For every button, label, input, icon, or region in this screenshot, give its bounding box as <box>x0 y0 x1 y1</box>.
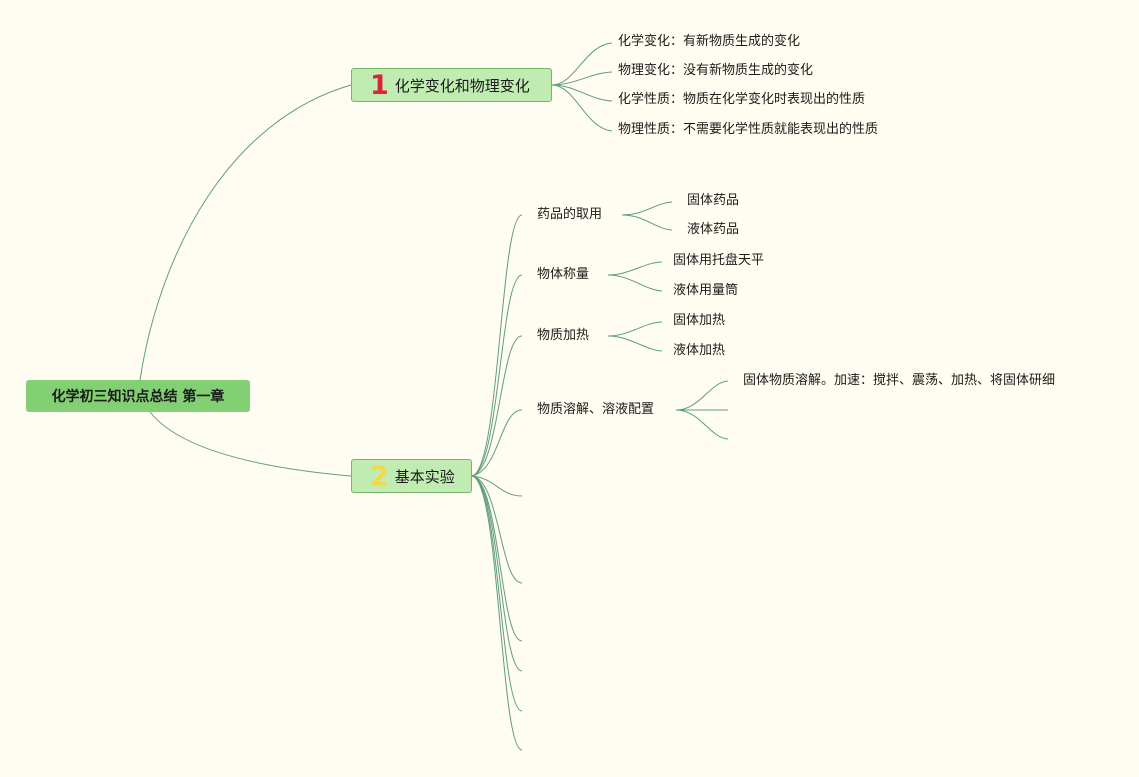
connector-b2-empty3 <box>471 475 523 642</box>
leaf-solid-reagent[interactable]: 固体药品 <box>687 193 740 208</box>
root-topic[interactable]: 化学初三知识点总结 第一章 <box>26 380 250 412</box>
connector-g2-c1 <box>607 261 663 276</box>
leaf-solid-dissolving[interactable]: 固体物质溶解。加速：搅拌、震荡、加热、将固体研细 <box>743 373 1056 388</box>
branch-topic-2-label: 基本实验 <box>394 467 455 486</box>
connector-b2-empty5 <box>471 475 523 712</box>
root-topic-label: 化学初三知识点总结 第一章 <box>51 389 225 405</box>
connector-b1-item1 <box>551 42 613 86</box>
leaf-solid-heating[interactable]: 固体加热 <box>673 313 726 328</box>
connector-root-branch2 <box>149 411 352 477</box>
subtopic-chemical-property[interactable]: 化学性质：物质在化学变化时表现出的性质 <box>618 92 866 107</box>
connector-b1-item2 <box>551 71 613 86</box>
connector-b2-empty4 <box>471 475 523 672</box>
connector-g4-c1 <box>675 380 729 411</box>
connector-b2-empty6 <box>471 475 523 751</box>
leaf-liquid-cylinder[interactable]: 液体用量筒 <box>673 283 739 298</box>
connector-b2-empty1 <box>471 475 523 497</box>
subtopic-weighing[interactable]: 物体称量 <box>537 267 590 282</box>
subtopic-reagent-handling[interactable]: 药品的取用 <box>537 207 603 222</box>
connector-g2-c2 <box>607 274 663 292</box>
connector-g1-c1 <box>621 201 673 216</box>
connector-b1-item4 <box>551 84 613 132</box>
branch-topic-1-label: 化学变化和物理变化 <box>394 76 530 95</box>
connector-g3-c2 <box>607 335 663 352</box>
subtopic-dissolving[interactable]: 物质溶解、溶液配置 <box>537 402 655 417</box>
connector-g1-c2 <box>621 214 673 231</box>
subtopic-physical-property[interactable]: 物理性质：不需要化学性质就能表现出的性质 <box>618 122 879 137</box>
connector-b2-group4 <box>471 409 523 477</box>
branch-number-2-icon: 2 <box>370 460 389 492</box>
leaf-liquid-reagent[interactable]: 液体药品 <box>687 222 740 237</box>
connector-root-branch1 <box>139 84 352 381</box>
leaf-liquid-heating[interactable]: 液体加热 <box>673 343 726 358</box>
connector-g3-c1 <box>607 321 663 337</box>
leaf-solid-balance[interactable]: 固体用托盘天平 <box>673 253 765 268</box>
connector-b2-group2 <box>471 274 523 477</box>
branch-number-1-icon: 1 <box>370 69 389 101</box>
subtopic-chemical-change[interactable]: 化学变化：有新物质生成的变化 <box>618 34 801 49</box>
connector-b2-group3 <box>471 335 523 477</box>
branch-topic-1[interactable]: 1 化学变化和物理变化 <box>351 68 552 102</box>
subtopic-heating[interactable]: 物质加热 <box>537 328 590 343</box>
subtopic-physical-change[interactable]: 物理变化：没有新物质生成的变化 <box>618 63 814 78</box>
connector-g4-c3 <box>675 409 729 440</box>
branch-topic-2[interactable]: 2 基本实验 <box>351 459 472 493</box>
connector-b2-empty2 <box>471 475 523 584</box>
connector-b2-group1 <box>471 214 523 477</box>
connector-b1-item3 <box>551 84 613 102</box>
